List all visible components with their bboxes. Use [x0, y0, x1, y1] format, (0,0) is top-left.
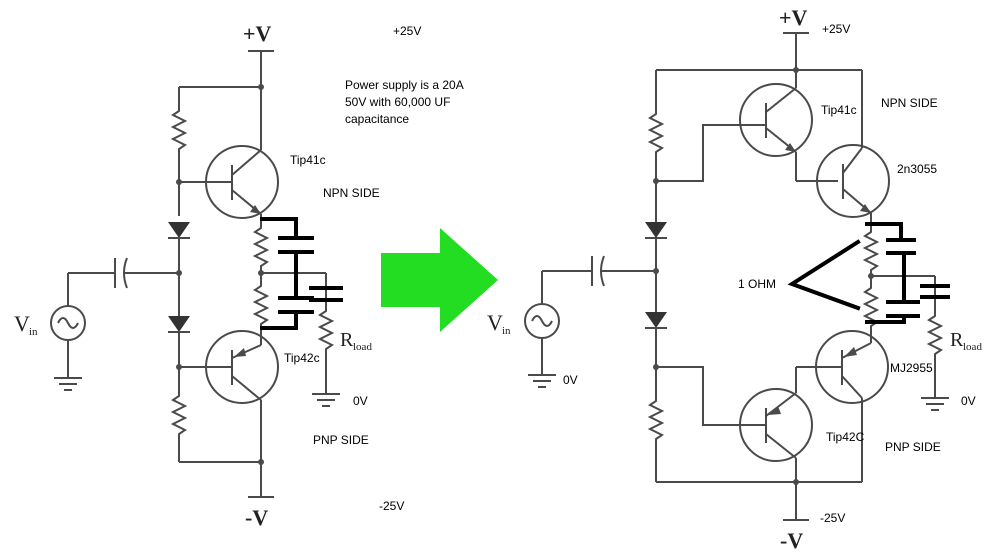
left-circuit: +V [14, 21, 464, 530]
left-pnp-transistor [179, 330, 279, 404]
right-circuit: +V [487, 5, 982, 553]
right-diode-top [645, 222, 667, 238]
left-bias-resistor-bottom [172, 389, 186, 441]
left-vminus-label: -V [245, 505, 268, 530]
right-vminus-label: -V [780, 528, 803, 553]
right-vin-label: V [487, 310, 503, 335]
left-bias-resistor-top [172, 104, 186, 156]
right-plus25: +25V [822, 22, 850, 36]
right-vplus-label: +V [779, 5, 808, 30]
left-npn-transistor [179, 145, 279, 219]
left-npn-part: Tip41c [290, 153, 326, 167]
right-pnp-driver-transistor [739, 388, 813, 462]
left-vin-label: V [14, 311, 30, 336]
left-emitter-resistor-bottom [254, 279, 268, 331]
left-ac-source [50, 305, 86, 341]
left-added-capacitors [260, 217, 343, 330]
left-load-resistor [319, 304, 333, 356]
left-rload-sub: load [353, 341, 372, 353]
left-pnp-part: Tip42c [284, 351, 320, 365]
psu-note-line-3: capacitance [345, 112, 409, 126]
psu-note-line-1: Power supply is a 20A [345, 78, 464, 92]
left-npn-side: NPN SIDE [323, 186, 380, 200]
right-npn-output-part: 2n3055 [897, 162, 937, 176]
right-npn-output-transistor [816, 144, 890, 218]
psu-note-line-2: 50V with 60,000 UF [345, 95, 450, 109]
right-npn-side: NPN SIDE [881, 96, 938, 110]
right-load-resistor [928, 309, 942, 361]
right-added-capacitors [865, 222, 950, 324]
right-zero-v-a: 0V [563, 373, 578, 387]
left-emitter-resistor-top [254, 221, 268, 273]
right-ac-source [524, 303, 560, 339]
right-bias-resistor-top [649, 107, 663, 159]
one-ohm-pointer [787, 239, 861, 311]
right-rload-sub: load [963, 341, 982, 353]
right-npn-driver-transistor [739, 83, 813, 157]
right-emitter-resistor-bottom [864, 281, 878, 333]
one-ohm-label: 1 OHM [738, 277, 776, 291]
right-pnp-side: PNP SIDE [885, 440, 941, 454]
left-minus25: -25V [379, 499, 404, 513]
right-rload-label: R [950, 329, 964, 351]
right-emitter-resistor-top [864, 225, 878, 277]
left-diode-bottom [168, 316, 190, 332]
left-pnp-side: PNP SIDE [313, 433, 369, 447]
left-zero-v: 0V [353, 394, 368, 408]
right-vin-sub: in [502, 325, 511, 337]
right-pnp-output-part: MJ2955 [890, 361, 933, 375]
right-diode-bottom [645, 312, 667, 328]
left-rload-label: R [340, 329, 354, 351]
right-bias-resistor-bottom [649, 394, 663, 446]
left-diode-top [168, 222, 190, 238]
transform-arrow [381, 228, 498, 332]
right-npn-driver-part: Tip41c [821, 103, 857, 117]
right-zero-v-b: 0V [961, 394, 976, 408]
left-plus25: +25V [393, 24, 421, 38]
left-vin-sub: in [29, 326, 38, 338]
right-minus25: -25V [820, 511, 845, 525]
right-pnp-driver-part: Tip42C [826, 430, 865, 444]
left-vplus-label: +V [243, 21, 272, 46]
